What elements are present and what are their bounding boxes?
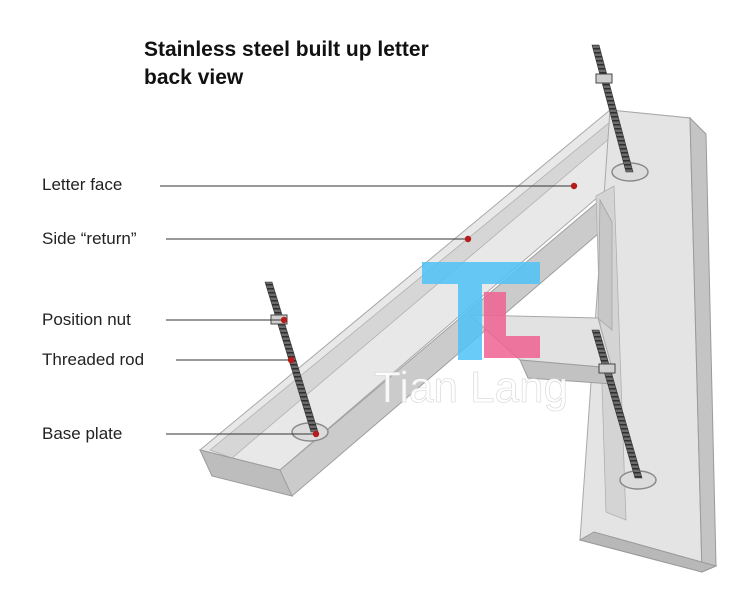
leader-lines (160, 185, 574, 435)
position-nut-right (598, 363, 616, 374)
label-base-plate: Base plate (42, 424, 123, 443)
marker-dots (280, 182, 578, 438)
watermark-logo (422, 262, 540, 360)
marker-position-nut (280, 316, 288, 324)
label-letter-face: Letter face (42, 175, 123, 194)
marker-letter-face (570, 182, 578, 190)
diagram-title-line-2: back view (144, 66, 244, 89)
watermark-brand: Tian Lang (374, 363, 568, 412)
watermark-t-stem (458, 262, 482, 360)
label-side-return: Side “return” (42, 229, 137, 248)
label-position-nut: Position nut (42, 310, 131, 329)
position-nut-top (595, 73, 613, 84)
marker-side-return (464, 235, 472, 243)
diagram-title: Stainless steel built up letter back vie… (144, 36, 429, 92)
marker-base-plate (312, 430, 320, 438)
right-stroke-bottom-return (578, 531, 718, 573)
watermark-l-foot (484, 336, 540, 358)
marker-threaded-rod (287, 356, 295, 364)
right-stroke (578, 109, 718, 573)
diagram-title-line-1: Stainless steel built up letter (144, 38, 429, 61)
right-stroke-inner-wall (597, 198, 613, 331)
label-threaded-rod: Threaded rod (42, 350, 145, 369)
